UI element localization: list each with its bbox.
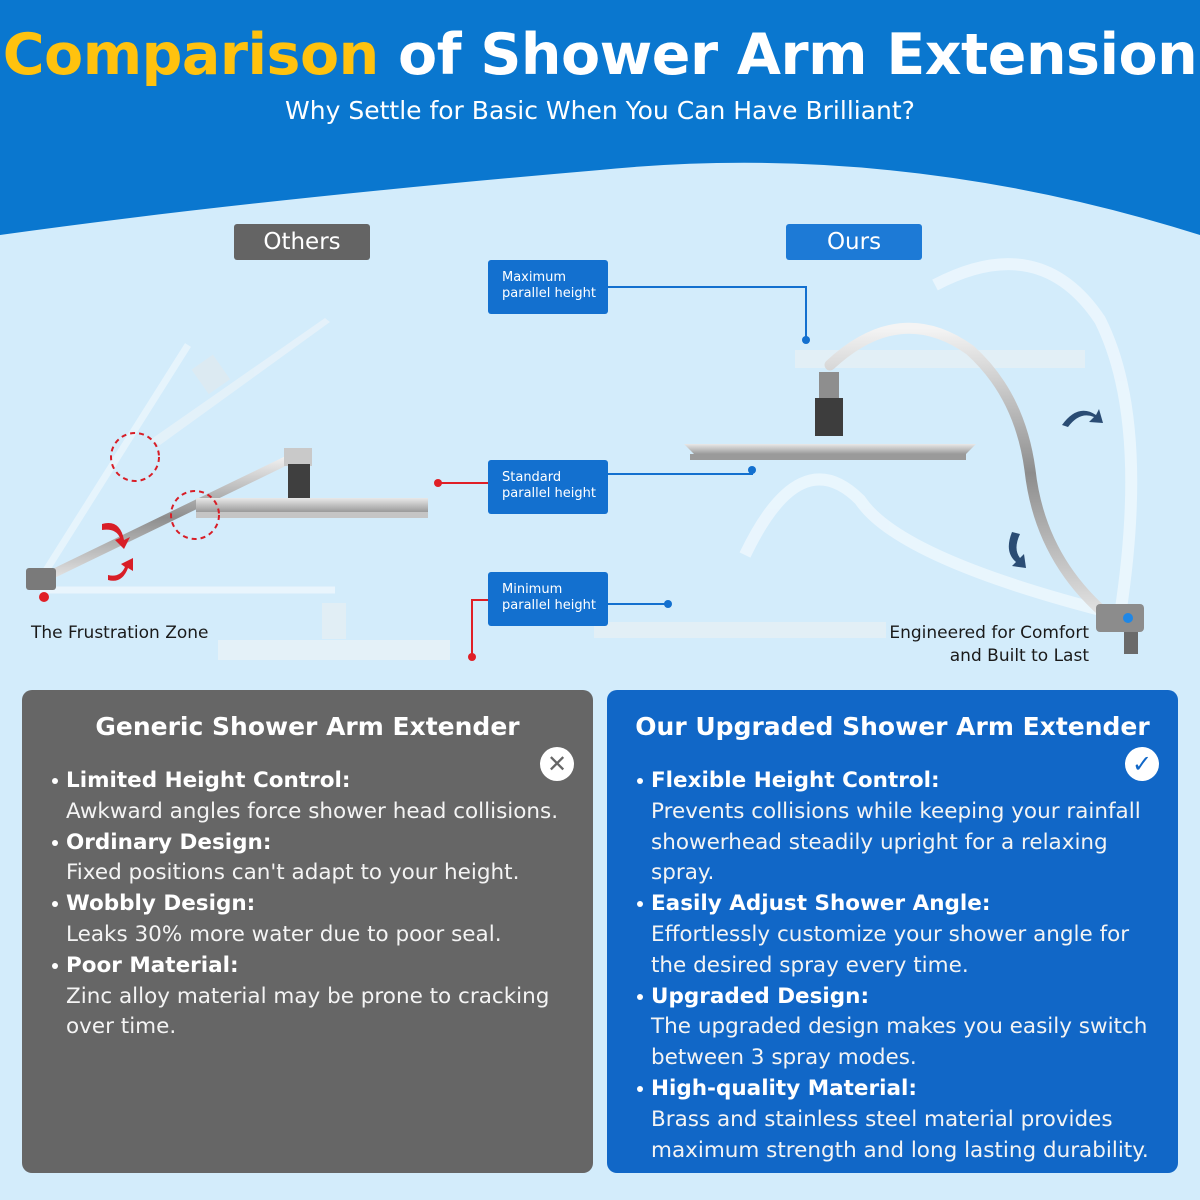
upgraded-card-title: Our Upgraded Shower Arm Extender [635, 712, 1150, 741]
title-rest: of Shower Arm Extension [378, 22, 1198, 88]
ours-caption-line2: and Built to Last [949, 646, 1089, 666]
list-item: Upgraded Design:The upgraded design make… [637, 982, 1164, 1074]
max-height-label: Maximum parallel height [488, 260, 608, 314]
list-item: High-quality Material:Brass and stainles… [637, 1074, 1164, 1166]
max-height-line1: Maximum [502, 270, 567, 285]
ours-caption: Engineered for Comfort and Built to Last [889, 622, 1089, 668]
header-wave-background [0, 0, 1200, 235]
standard-height-line1: Standard [502, 470, 562, 485]
list-item: Poor Material:Zinc alloy material may be… [52, 951, 579, 1043]
ours-rotation-arrows [1008, 409, 1103, 568]
page-subtitle: Why Settle for Basic When You Can Have B… [285, 96, 915, 125]
title-highlight: Comparison [2, 22, 379, 88]
ours-shower-arm [684, 322, 1144, 654]
others-ghost-arm-upper [37, 318, 330, 582]
standard-height-line2: parallel height [502, 486, 596, 501]
list-item: Wobbly Design:Leaks 30% more water due t… [52, 889, 579, 951]
upgraded-feature-list: Flexible Height Control:Prevents collisi… [637, 766, 1164, 1166]
generic-card-title: Generic Shower Arm Extender [95, 712, 520, 741]
min-height-line1: Minimum [502, 582, 563, 597]
x-circle-icon: ✕ [540, 747, 574, 781]
others-collision-markers [110, 432, 220, 540]
height-connector-dots [434, 336, 810, 661]
ours-ghost-arm-max [795, 258, 1138, 616]
list-item: Ordinary Design:Fixed positions can't ad… [52, 828, 579, 890]
check-circle-icon: ✓ [1125, 747, 1159, 781]
others-ghost-arm-lower [40, 586, 450, 660]
header-banner: Comparison of Shower Arm Extension Why S… [0, 0, 1200, 240]
list-item: Flexible Height Control:Prevents collisi… [637, 766, 1164, 889]
generic-extender-card: Generic Shower Arm Extender ✕ Limited He… [22, 690, 593, 1173]
ours-tag: Ours [786, 224, 922, 260]
comparison-diagram [26, 258, 1144, 661]
others-shower-arm [26, 448, 428, 602]
others-caption: The Frustration Zone [31, 623, 209, 643]
ours-caption-line1: Engineered for Comfort [889, 623, 1089, 643]
page-title: Comparison of Shower Arm Extension [0, 22, 1200, 88]
others-tag: Others [234, 224, 370, 260]
others-rotation-arrows [102, 523, 133, 581]
generic-feature-list: Limited Height Control:Awkward angles fo… [52, 766, 579, 1043]
ours-ghost-arm-min [594, 473, 1122, 638]
standard-height-label: Standard parallel height [488, 460, 608, 514]
list-item: Easily Adjust Shower Angle:Effortlessly … [637, 889, 1164, 981]
upgraded-extender-card: Our Upgraded Shower Arm Extender ✓ Flexi… [607, 690, 1178, 1173]
max-height-line2: parallel height [502, 286, 596, 301]
min-height-label: Minimum parallel height [488, 572, 608, 626]
list-item: Limited Height Control:Awkward angles fo… [52, 766, 579, 828]
min-height-line2: parallel height [502, 598, 596, 613]
